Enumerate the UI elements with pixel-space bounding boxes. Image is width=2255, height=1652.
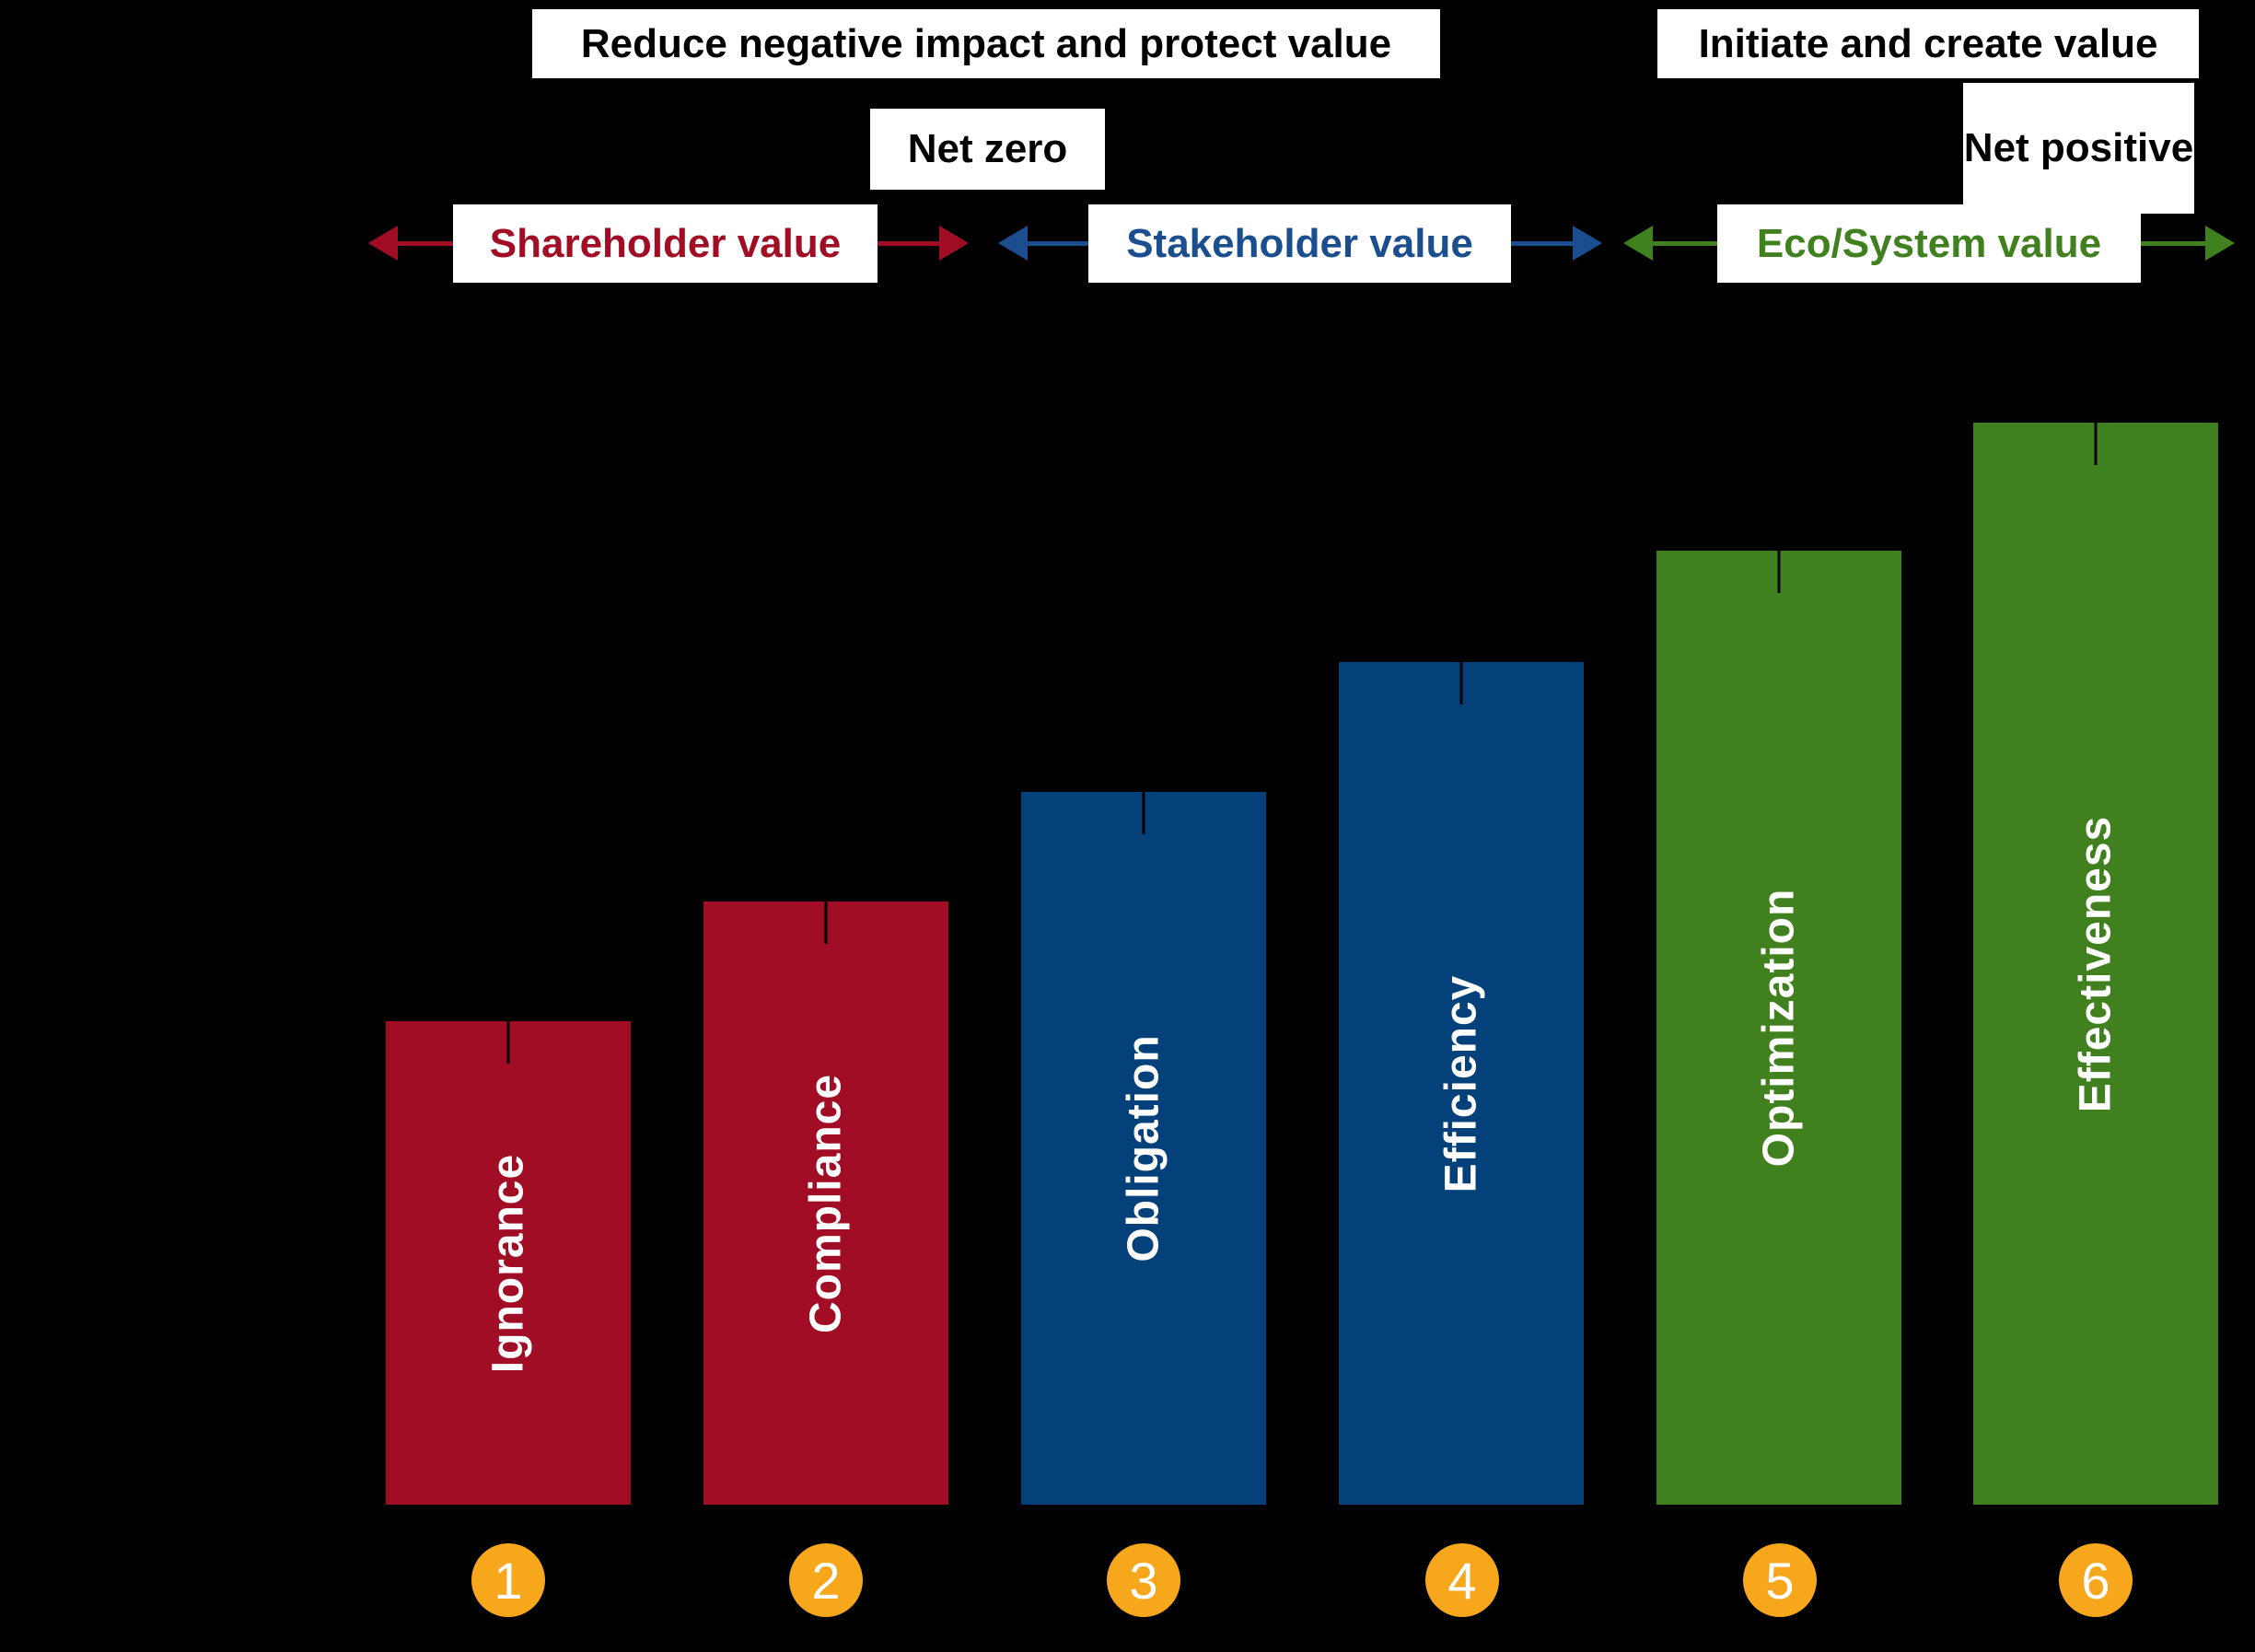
banner-net-positive: Net positive — [1963, 83, 2194, 214]
leader-tick — [1459, 662, 1463, 704]
leader-tick — [1142, 792, 1145, 834]
stakeholder-arrow-right-line — [1511, 241, 1573, 246]
ecosystem-arrow-left-icon — [1623, 226, 1653, 261]
bar-compliance: Compliance — [703, 902, 948, 1505]
stage-number-1: 1 — [471, 1543, 545, 1617]
leader-tick — [824, 902, 828, 944]
bar-label-obligation: Obligation — [1119, 1034, 1168, 1262]
shareholder-arrow-left-icon — [368, 226, 398, 261]
bar-label-efficiency: Efficiency — [1436, 974, 1486, 1192]
bar-effectiveness: Effectiveness — [1973, 423, 2218, 1505]
shareholder-arrow-right-icon — [939, 226, 969, 261]
stage-number-6: 6 — [2059, 1543, 2133, 1617]
stakeholder-arrow-left-icon — [998, 226, 1028, 261]
bar-label-compliance: Compliance — [801, 1073, 851, 1333]
ecosystem-arrow-left-line — [1651, 241, 1717, 246]
stage-number-3: 3 — [1107, 1543, 1180, 1617]
bar-obligation: Obligation — [1021, 792, 1266, 1505]
range-label-ecosystem-value: Eco/System value — [1717, 204, 2141, 283]
banner-initiate-create-value: Initiate and create value — [1657, 9, 2199, 78]
range-label-stakeholder-value: Stakeholder value — [1088, 204, 1511, 283]
banner-reduce-negative-impact: Reduce negative impact and protect value — [532, 9, 1440, 78]
bar-ignorance: Ignorance — [386, 1021, 631, 1505]
stakeholder-arrow-left-line — [1026, 241, 1088, 246]
bar-label-ignorance: Ignorance — [483, 1153, 533, 1373]
stage-number-2: 2 — [789, 1543, 863, 1617]
leader-tick — [506, 1021, 510, 1064]
bar-label-effectiveness: Effectiveness — [2071, 815, 2121, 1112]
range-label-shareholder-value: Shareholder value — [453, 204, 878, 283]
bar-optimization: Optimization — [1656, 551, 1901, 1505]
banner-net-zero: Net zero — [870, 109, 1105, 190]
leader-tick — [2094, 423, 2098, 465]
leader-tick — [1777, 551, 1781, 593]
stakeholder-arrow-right-icon — [1573, 226, 1602, 261]
ecosystem-arrow-right-line — [2141, 241, 2205, 246]
shareholder-arrow-left-line — [396, 241, 453, 246]
stage-number-5: 5 — [1743, 1543, 1817, 1617]
bar-efficiency: Efficiency — [1339, 662, 1584, 1505]
bar-label-optimization: Optimization — [1754, 888, 1804, 1168]
shareholder-arrow-right-line — [878, 241, 939, 246]
ecosystem-arrow-right-icon — [2205, 226, 2235, 261]
stage-number-4: 4 — [1425, 1543, 1499, 1617]
